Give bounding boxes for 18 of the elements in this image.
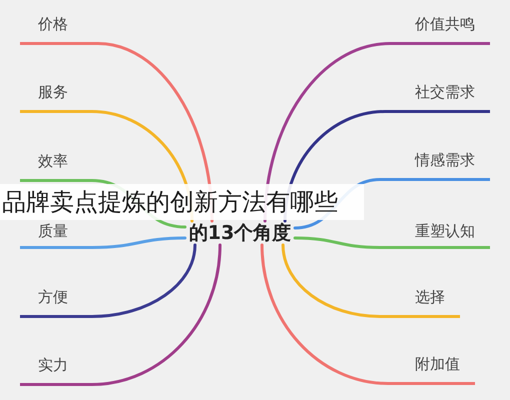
branch-curve — [90, 244, 196, 318]
branch-curve — [90, 236, 186, 249]
underlined-topic-label: 服务 — [20, 82, 92, 113]
underlined-topic-label: 价值共鸣 — [390, 14, 490, 45]
branch-curve — [260, 244, 390, 385]
underlined-topic-label: 方便 — [20, 287, 92, 318]
underlined-topic-label: 价格 — [20, 14, 98, 45]
underlined-topic-label: 重塑认知 — [380, 221, 490, 249]
central-topic-label: 的13个角度 — [185, 221, 295, 245]
underlined-topic-label: 情感需求 — [380, 150, 490, 181]
underlined-topic-label: 实力 — [20, 355, 92, 386]
branch-curve — [282, 244, 382, 318]
title-banner: 品牌卖点提炼的创新方法有哪些 — [0, 184, 364, 220]
underlined-topic-label: 选择 — [380, 287, 460, 318]
underlined-topic-label: 附加值 — [388, 354, 475, 385]
underlined-topic-label: 社交需求 — [385, 82, 490, 113]
branch-curve — [294, 236, 382, 249]
branch-curve — [90, 244, 222, 386]
